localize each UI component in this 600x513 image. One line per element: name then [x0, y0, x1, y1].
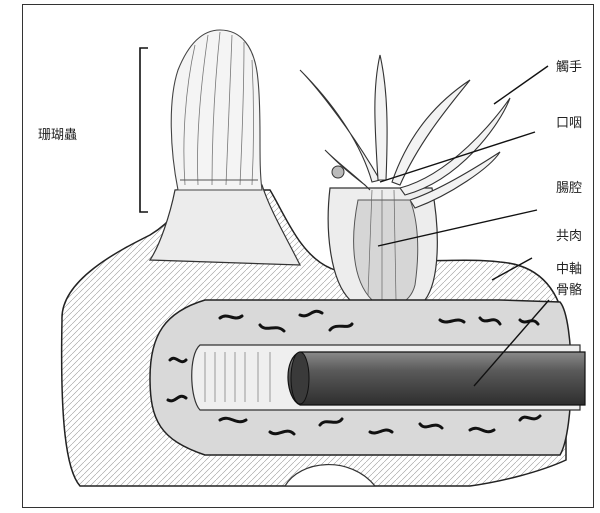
label-axial-skeleton-line2: 骨骼	[556, 283, 582, 299]
tentacles-right	[300, 55, 510, 208]
label-polyp: 珊瑚蟲	[38, 128, 77, 144]
polyp-left-crown	[171, 30, 262, 190]
label-mouth: 口咽	[556, 116, 582, 132]
label-axial-skeleton-line1: 中軸	[556, 262, 582, 278]
axial-skeleton-rod	[288, 352, 585, 405]
label-coenosarc: 共肉	[556, 229, 582, 245]
polyp-bracket	[140, 48, 148, 212]
label-tentacle: 觸手	[556, 60, 582, 76]
polyp-left-base	[150, 185, 300, 265]
label-gut: 腸腔	[556, 181, 582, 197]
